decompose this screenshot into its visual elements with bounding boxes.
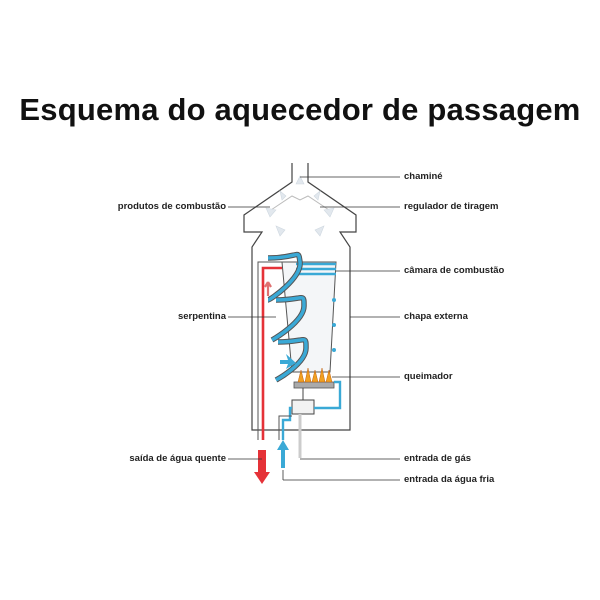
outer-plate-dots [332,298,336,352]
hot-water-pipe-outline [257,261,284,440]
label-cold-water-in: entrada da água fria [404,474,495,485]
page-title: Esquema do aquecedor de passagem [19,92,581,127]
cold-flow-arrow [280,354,296,369]
cold-water-in-arrow [277,440,289,468]
burner-base [293,381,335,389]
label-combustion-products: produtos de combustão [117,201,226,212]
label-burner: queimador [404,371,453,382]
hot-water-out-arrow [254,450,270,484]
label-coil: serpentina [177,311,226,322]
hot-water-pipe [261,266,282,440]
label-hot-water-out: saída de água quente [129,453,226,464]
hot-water-up-arrow [264,281,272,296]
label-gas-in: entrada de gás [404,453,472,464]
cold-water-pipe [281,406,292,440]
leader-lines [228,176,400,481]
cold-water-pipe-right [314,380,342,410]
cold-water-pipe-outline [278,415,292,440]
combustion-chamber [281,261,337,373]
draft-hood [267,195,333,213]
label-chimney: chaminé [404,171,443,182]
burner-flames [297,367,333,383]
label-outer-plate: chapa externa [404,311,468,322]
gas-valve [291,399,315,415]
serpentine-coil [266,251,309,383]
label-draft-regulator: regulador de tiragem [404,201,499,212]
label-combustion-chamber: câmara de combustão [404,265,505,276]
